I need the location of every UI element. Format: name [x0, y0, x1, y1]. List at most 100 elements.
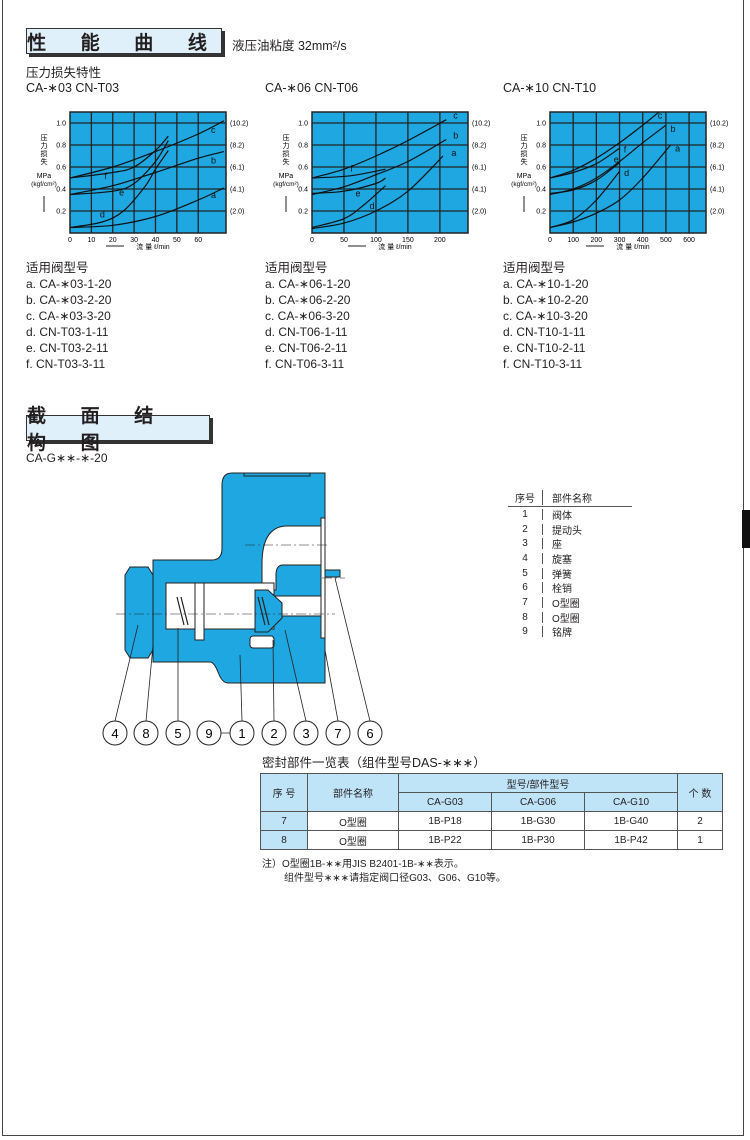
parts-header-name: 部件名称	[552, 493, 592, 505]
model-item: c. CA-∗10-3-20	[503, 309, 588, 323]
model-item: c. CA-∗03-3-20	[26, 309, 111, 323]
y-tick-label: 1.0	[298, 121, 308, 128]
y-tick-label: 0.4	[536, 187, 546, 194]
note-line-2: 组件型号∗∗∗请指定阀口径G03、G06、G10等。	[284, 873, 506, 884]
y-axis-title: 压	[41, 134, 48, 142]
curve-label-e: e	[614, 155, 619, 165]
header-model: CA-G10	[584, 792, 678, 812]
plot-area	[69, 111, 227, 234]
x-tick-label: 200	[434, 237, 446, 244]
plot-area	[311, 111, 469, 234]
y-tick-label: 0.4	[56, 187, 66, 194]
y-axis-unit: MPa	[517, 173, 532, 180]
right-axis-label: (6.1)	[472, 165, 486, 172]
curve-c	[549, 111, 660, 179]
chart-title-10: CA-∗10 CN-T10	[503, 81, 597, 95]
cell-name: O型圈	[307, 811, 399, 831]
y-axis-title: 损	[283, 149, 290, 158]
parts-list-header: 序号 部件名称	[508, 488, 632, 507]
part-name: 弹簧	[552, 569, 572, 581]
part-number: 1	[508, 508, 543, 520]
y-tick-label: 0.2	[298, 209, 308, 216]
cell-name: O型圈	[307, 830, 399, 850]
x-axis-title: 流 量 ℓ/min	[378, 242, 411, 251]
curve-a	[69, 187, 225, 229]
cell-g10: 1B-P42	[584, 830, 678, 850]
y-axis-title: 损	[41, 149, 48, 158]
curve-b	[69, 151, 225, 196]
y-axis-unit: MPa	[37, 173, 52, 180]
curve-label-c: c	[211, 125, 216, 135]
y-axis-title: 损	[521, 149, 528, 158]
part-name: O型圈	[552, 613, 580, 625]
right-axis-label: (4.1)	[230, 187, 244, 194]
x-tick-label: 0	[548, 237, 552, 244]
cell-g06: 1B-P30	[491, 830, 585, 850]
curve-d	[69, 150, 169, 229]
curve-label-f: f	[104, 171, 107, 181]
header-no: 序 号	[260, 773, 308, 812]
curve-label-c: c	[658, 111, 663, 121]
curve-label-c: c	[453, 111, 458, 121]
y-tick-label: 1.0	[536, 121, 546, 128]
curve-b	[549, 124, 667, 196]
model-list-03: 适用阀型号 a. CA-∗03-1-20 b. CA-∗03-2-20 c. C…	[26, 260, 111, 372]
chart-title-03: CA-∗03 CN-T03	[26, 81, 120, 95]
plot-area	[549, 111, 707, 234]
model-item: d. CN-T06-1-11	[265, 325, 348, 339]
curve-label-e: e	[355, 189, 360, 199]
cell-g03: 1B-P18	[398, 811, 492, 831]
right-axis-label: (10.2)	[472, 121, 490, 128]
part-name: 提动头	[552, 525, 582, 537]
curve-f	[549, 147, 620, 179]
parts-header-no: 序号	[508, 489, 543, 505]
x-tick-label: 20	[109, 237, 117, 244]
y-tick-label: 0.6	[536, 165, 546, 172]
y-axis-unit: MPa	[279, 173, 294, 180]
pressure-loss-chart-06: 0.2(2.0)0.4(4.1)0.6(6.1)0.8(8.2)1.0(10.2…	[273, 111, 490, 251]
y-axis-title: 失	[283, 157, 290, 166]
part-name: 铭牌	[552, 628, 572, 640]
cell-count: 2	[677, 811, 723, 831]
part-name: O型圈	[552, 598, 580, 610]
x-tick-label: 150	[402, 237, 414, 244]
x-axis-title: 流 量 ℓ/min	[136, 242, 169, 251]
curve-a	[311, 155, 444, 230]
model-list-06: 适用阀型号 a. CA-∗06-1-20 b. CA-∗06-2-20 c. C…	[265, 260, 350, 372]
x-tick-label: 200	[591, 237, 603, 244]
y-tick-label: 0.6	[56, 165, 66, 172]
curve-label-d: d	[624, 168, 629, 178]
model-item: b. CA-∗06-2-20	[265, 293, 351, 307]
curve-label-d: d	[100, 210, 105, 220]
y-axis-title: 力	[521, 141, 528, 150]
curve-label-a: a	[211, 190, 216, 200]
right-axis-label: (10.2)	[710, 121, 728, 128]
right-axis-label: (2.0)	[230, 209, 244, 216]
y-tick-label: 0.8	[56, 143, 66, 150]
header-count: 个 数	[677, 773, 723, 812]
y-tick-label: 0.8	[536, 143, 546, 150]
curve-e	[311, 177, 386, 194]
chart-title-06: CA-∗06 CN-T06	[265, 81, 359, 95]
x-tick-label: 400	[637, 237, 649, 244]
curve-b	[311, 138, 447, 196]
right-axis-label: (4.1)	[710, 187, 724, 194]
x-tick-label: 60	[194, 237, 202, 244]
x-tick-label: 0	[68, 237, 72, 244]
curve-a	[549, 144, 671, 229]
curve-label-b: b	[453, 130, 458, 140]
cell-g10: 1B-G40	[584, 811, 678, 831]
y-tick-label: 0.8	[298, 143, 308, 150]
y-axis-unit-kgf: (kgf/cm²)	[273, 181, 299, 188]
part-number: 3	[508, 538, 543, 550]
curve-label-b: b	[671, 124, 676, 134]
right-axis-label: (8.2)	[472, 143, 486, 150]
